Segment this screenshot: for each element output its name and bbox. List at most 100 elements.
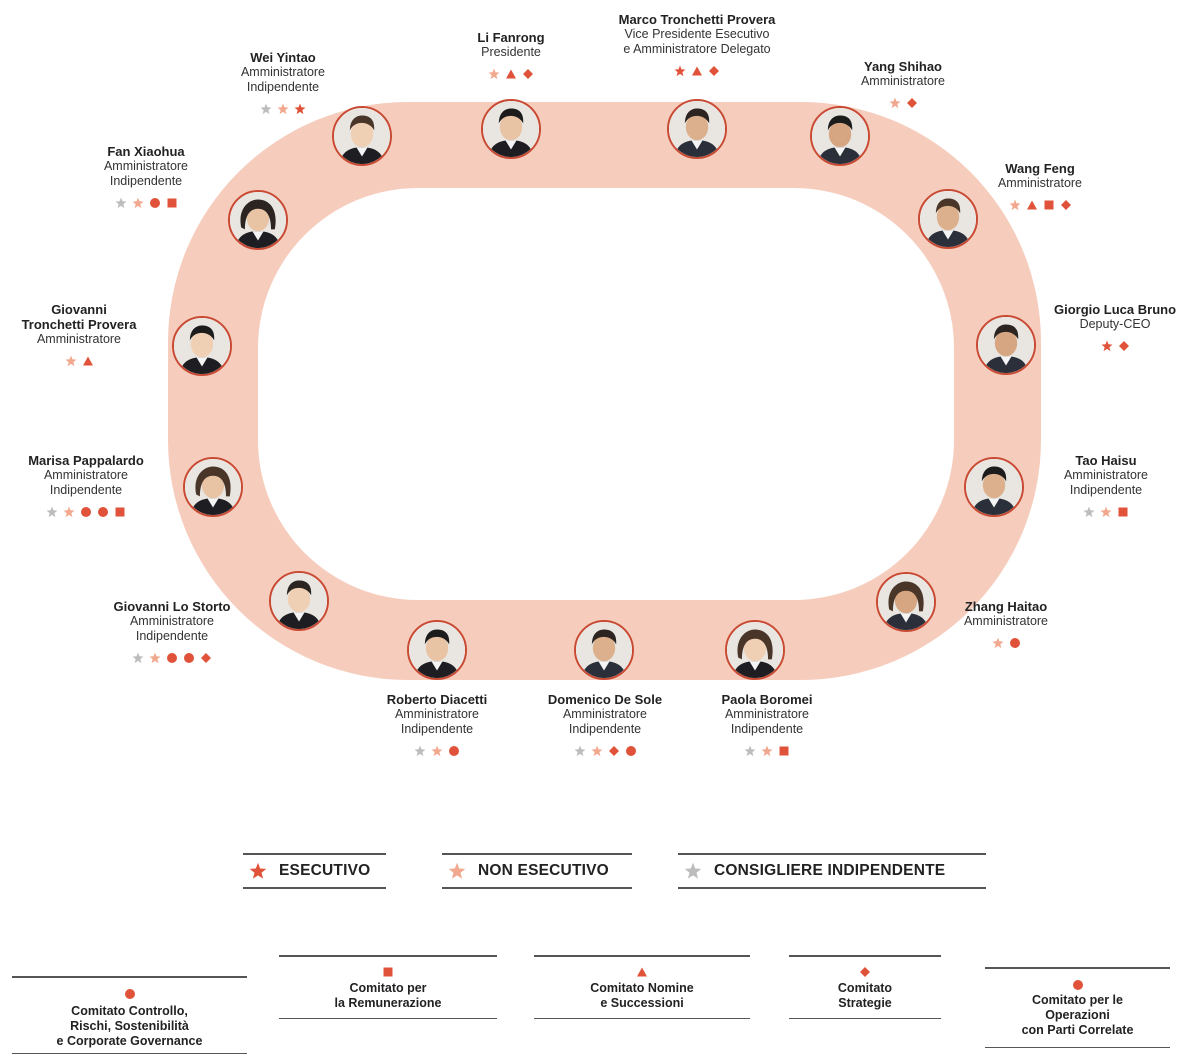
member-role: Amministratore Indipendente <box>724 707 810 736</box>
member-symbols <box>183 101 383 115</box>
square-icon <box>166 196 178 208</box>
diamond-icon <box>1060 198 1072 210</box>
member-role: Presidente <box>481 45 541 59</box>
star-non-executive-icon <box>65 354 77 367</box>
member-symbols <box>906 635 1106 649</box>
member-name: Roberto Diacetti <box>386 692 488 707</box>
star-non-executive-icon <box>63 505 75 518</box>
circle-icon <box>149 196 161 208</box>
diamond-icon <box>708 64 720 76</box>
committee-label: Comitato Nomine e Successioni <box>590 981 694 1010</box>
square-icon <box>382 965 394 977</box>
member-name: Giovanni Lo Storto <box>113 599 231 614</box>
member-role: Amministratore Indipendente <box>129 614 215 643</box>
portrait-photo <box>172 316 232 376</box>
committee-nomine: Comitato Nomine e Successioni <box>534 955 750 1019</box>
member-symbols <box>505 743 705 757</box>
member-role: Amministratore Indipendente <box>394 707 480 736</box>
portrait-photo <box>183 457 243 517</box>
legend-independent: CONSIGLIERE INDIPENDENTE <box>678 853 986 889</box>
star-independent-icon <box>115 196 127 209</box>
member-symbols <box>411 66 611 80</box>
star-independent-icon <box>684 862 702 880</box>
member-symbols <box>667 743 867 757</box>
member-role: Vice Presidente Esecutivo e Amministrato… <box>623 27 771 56</box>
committee-controllo: Comitato Controllo, Rischi, Sostenibilit… <box>12 976 247 1054</box>
square-icon <box>1043 198 1055 210</box>
committee-label: Comitato Strategie <box>837 981 893 1010</box>
triangle-icon <box>82 354 94 366</box>
triangle-icon <box>636 965 648 977</box>
member-role: Amministratore Indipendente <box>103 159 189 188</box>
member-name: Giovanni Tronchetti Provera <box>21 302 137 332</box>
diamond-icon <box>608 744 620 756</box>
diamond-icon <box>522 67 534 79</box>
star-independent-icon <box>46 505 58 518</box>
square-icon <box>1117 505 1129 517</box>
legend-label: NON ESECUTIVO <box>478 862 609 879</box>
committee-strategie: Comitato Strategie <box>789 955 941 1019</box>
portrait-photo <box>876 572 936 632</box>
circle-icon <box>448 744 460 756</box>
circle-icon <box>166 651 178 663</box>
legend-executive: ESECUTIVO <box>243 853 386 889</box>
portrait-photo <box>228 190 288 250</box>
circle-icon <box>625 744 637 756</box>
portrait-photo <box>481 99 541 159</box>
member-name: Fan Xiaohua <box>107 144 185 159</box>
member-role: Amministratore <box>860 74 946 88</box>
portrait-photo <box>574 620 634 680</box>
star-non-executive-icon <box>591 744 603 757</box>
diamond-icon <box>906 96 918 108</box>
star-executive-icon <box>1101 339 1113 352</box>
star-non-executive-icon <box>149 651 161 664</box>
portrait-photo <box>332 106 392 166</box>
member-name: Wang Feng <box>1005 161 1075 176</box>
portrait-photo <box>964 457 1024 517</box>
committee-remunerazione: Comitato per la Remunerazione <box>279 955 497 1019</box>
member-name: Marco Tronchetti Provera <box>618 12 776 27</box>
circle-icon <box>124 987 136 999</box>
member-role: Amministratore Indipendente <box>240 65 326 94</box>
member-name: Tao Haisu <box>1075 453 1137 468</box>
member-symbols <box>72 650 272 664</box>
member-name: Marisa Pappalardo <box>28 453 144 468</box>
member-symbols <box>940 197 1140 211</box>
member-symbols <box>1006 504 1194 518</box>
star-non-executive-icon <box>448 862 466 880</box>
circle-icon <box>1072 978 1084 990</box>
portrait-photo <box>810 106 870 166</box>
triangle-icon <box>1026 198 1038 210</box>
member-name: Wei Yintao <box>250 50 316 65</box>
circle-icon <box>97 505 109 517</box>
member-role: Amministratore <box>963 614 1049 628</box>
star-non-executive-icon <box>488 67 500 80</box>
star-executive-icon <box>294 102 306 115</box>
portrait-photo <box>407 620 467 680</box>
star-independent-icon <box>574 744 586 757</box>
portrait-photo <box>667 99 727 159</box>
triangle-icon <box>691 64 703 76</box>
star-non-executive-icon <box>132 196 144 209</box>
member-symbols <box>46 195 246 209</box>
star-independent-icon <box>414 744 426 757</box>
member-name: Domenico De Sole <box>547 692 663 707</box>
star-non-executive-icon <box>431 744 443 757</box>
diamond-icon <box>200 651 212 663</box>
member-symbols <box>597 63 797 77</box>
circle-icon <box>80 505 92 517</box>
member-symbols <box>337 743 537 757</box>
square-icon <box>114 505 126 517</box>
star-non-executive-icon <box>889 96 901 109</box>
portrait-photo <box>269 571 329 631</box>
legend-non-executive: NON ESECUTIVO <box>442 853 632 889</box>
member-role: Amministratore <box>36 332 122 346</box>
